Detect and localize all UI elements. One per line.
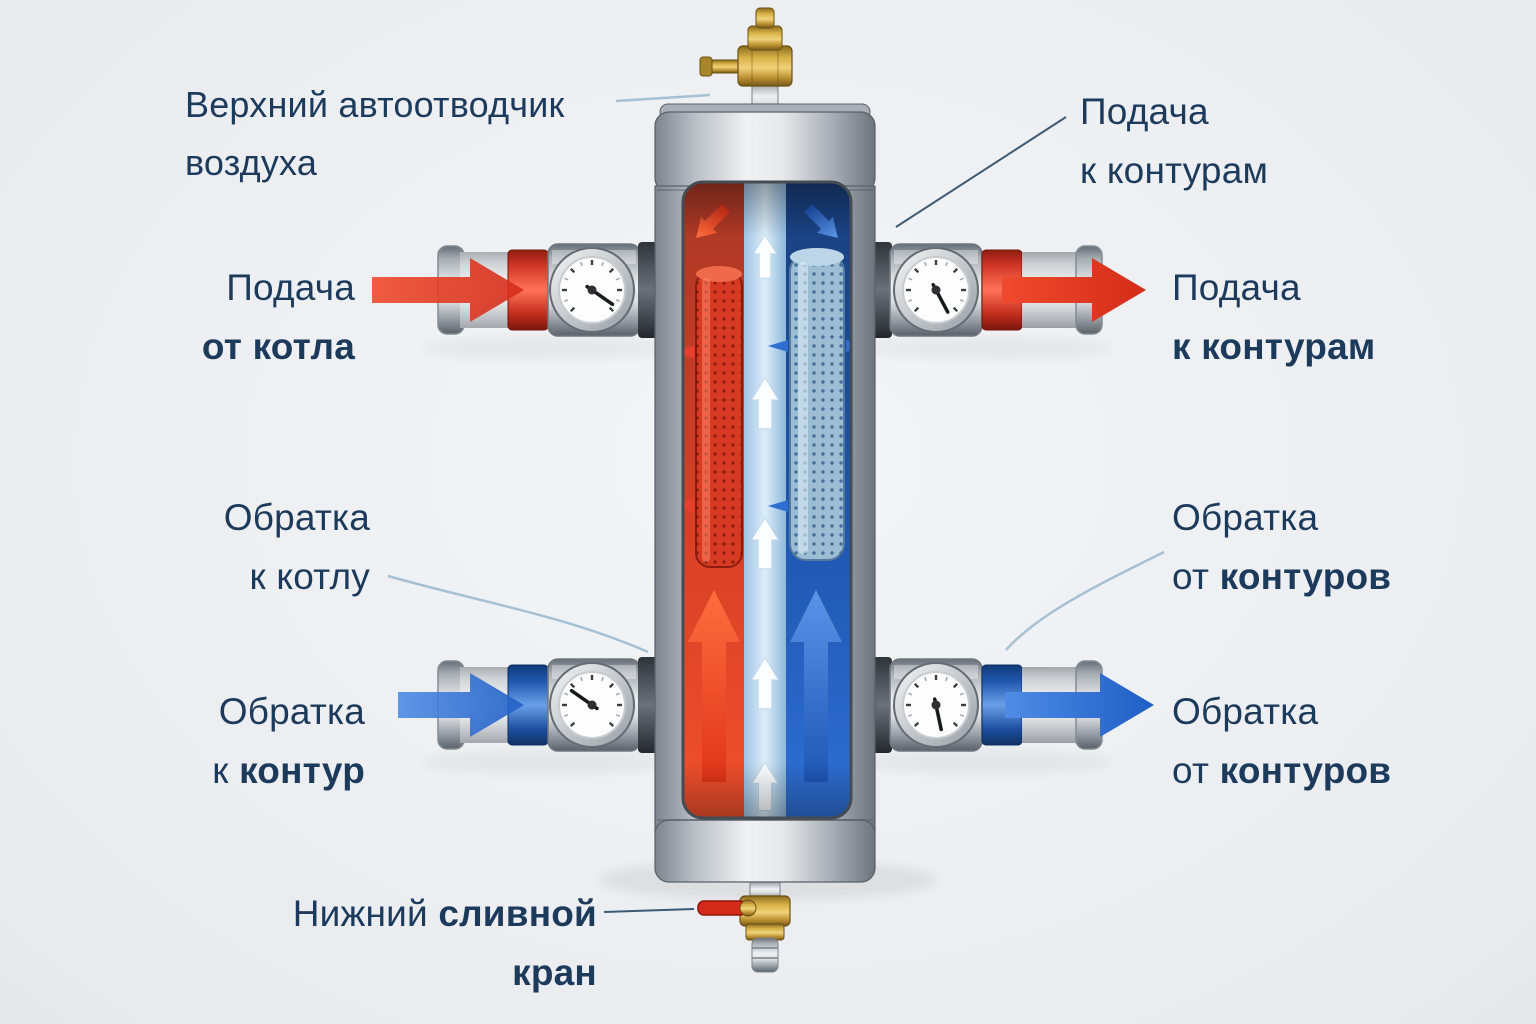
drain-valve (697, 879, 791, 973)
label-supply-to-circuits-line1: Подача (1172, 267, 1301, 308)
hot-mesh-tube (683, 266, 743, 568)
label-return-to-circuit-line2b: контур (239, 750, 365, 792)
arrow-return-in (1005, 673, 1154, 737)
label-return-from-circuits-lower-line1: Обратка (1172, 691, 1319, 732)
gauge-lower-right (892, 661, 980, 749)
label-return-to-boiler-line1: Обратка (223, 497, 370, 538)
leader-supply-top (895, 116, 1067, 228)
arrow-supply-in (372, 258, 524, 322)
label-supply-top: Подача к контурам (1080, 82, 1400, 200)
arrow-supply-out (1002, 258, 1146, 322)
label-supply-to-circuits: Подача к контурам (1172, 258, 1472, 376)
cutaway-interior (683, 182, 851, 818)
gauge-lower-left (548, 661, 636, 749)
external-flow-arrows (372, 258, 1154, 737)
label-drain-valve-line2: кран (512, 952, 597, 994)
label-return-to-boiler-line2: к котлу (249, 556, 370, 598)
leader-return-to-boiler (387, 574, 649, 654)
cold-mesh-tube (768, 248, 851, 561)
label-supply-from-boiler-line2: от котла (201, 326, 355, 368)
label-drain-valve-line1b: сливной (438, 893, 597, 934)
label-return-from-circuits-lower: Обратка от контуров (1172, 682, 1492, 800)
cold-up-arrow (790, 590, 842, 782)
label-supply-top-line1: Подача (1080, 91, 1209, 132)
label-return-from-circuits-upper-line1: Обратка (1172, 497, 1319, 538)
air-vent-valve (699, 7, 793, 117)
label-supply-from-boiler: Подача от котла (115, 258, 355, 376)
leader-drain (603, 908, 695, 913)
hot-up-arrow (688, 590, 740, 782)
label-return-from-circuits-upper-line2b: контуров (1219, 556, 1392, 598)
label-drain-valve: Нижний сливной кран (225, 884, 597, 1002)
arrow-return-out (398, 673, 524, 737)
label-supply-to-circuits-line2: к контурам (1172, 326, 1376, 368)
label-return-from-circuits-lower-line2b: контуров (1219, 750, 1392, 792)
label-return-to-circuit-line2a: к (212, 750, 240, 792)
label-air-vent-line2: воздуха (185, 141, 318, 183)
leader-lines (387, 93, 1165, 913)
label-supply-top-line2: к контурам (1080, 150, 1269, 192)
label-return-from-circuits-lower-line2a: от (1172, 750, 1220, 792)
label-return-to-circuit-line1: Обратка (218, 691, 365, 732)
leader-return-upper-right (1005, 550, 1165, 651)
label-air-vent-line1: Верхний автоотводчик (185, 84, 565, 125)
thermometer-gauges (548, 246, 980, 749)
label-supply-from-boiler-line1: Подача (226, 267, 355, 308)
separator-vessel (654, 103, 876, 883)
label-return-from-circuits-upper: Обратка от контуров (1172, 488, 1492, 606)
label-return-from-circuits-upper-line2a: от (1172, 556, 1220, 598)
label-air-vent: Верхний автоотводчик воздуха (185, 76, 625, 191)
gauge-upper-right (892, 246, 980, 334)
gauge-upper-left (548, 246, 636, 334)
label-return-to-circuit: Обратка к контур (115, 682, 365, 800)
label-drain-valve-line1a: Нижний (292, 893, 439, 934)
leader-air-vent (615, 93, 711, 103)
label-return-to-boiler: Обратка к котлу (130, 488, 370, 606)
